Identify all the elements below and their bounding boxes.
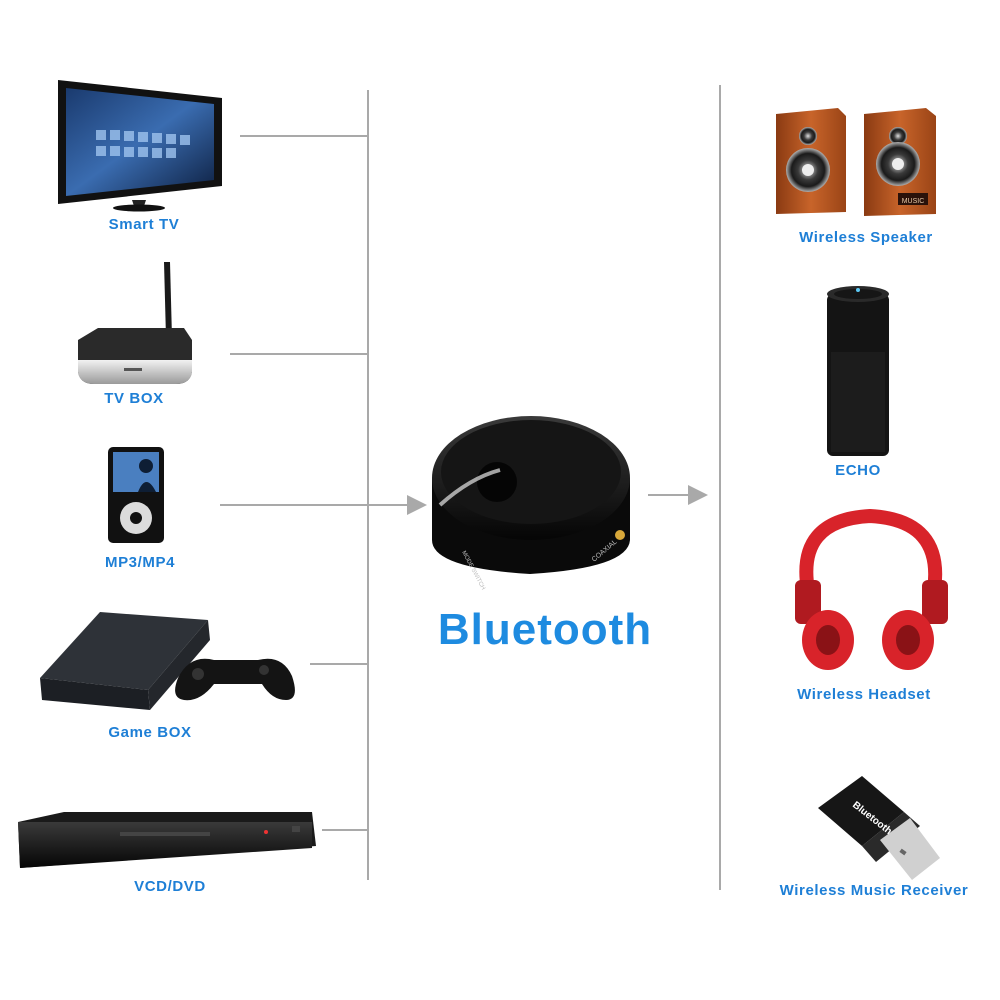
headset-illustration xyxy=(795,508,948,670)
label-game-box: Game BOX xyxy=(108,724,192,741)
mp3-player-illustration xyxy=(108,447,164,543)
speakers-illustration xyxy=(776,108,936,216)
dvd-player-illustration xyxy=(18,812,316,868)
label-vcd-dvd: VCD/DVD xyxy=(134,878,206,895)
connector-lines xyxy=(220,85,721,890)
label-wireless-headset: Wireless Headset xyxy=(797,686,931,703)
label-tv-box: TV BOX xyxy=(104,390,164,407)
tv-box-illustration xyxy=(78,262,192,384)
game-console-illustration xyxy=(40,612,295,710)
bluetooth-title: Bluetooth xyxy=(437,605,653,654)
label-wireless-music-receiver: Wireless Music Receiver xyxy=(779,882,969,899)
receiver-dongle-illustration xyxy=(818,776,940,880)
label-smart-tv: Smart TV xyxy=(108,216,180,233)
label-echo: ECHO xyxy=(835,462,881,479)
label-mp3-mp4: MP3/MP4 xyxy=(104,554,176,571)
smart-tv-illustration xyxy=(58,80,222,212)
label-wireless-speaker: Wireless Speaker xyxy=(799,229,933,246)
echo-illustration xyxy=(827,286,889,456)
bluetooth-hub-illustration xyxy=(432,416,630,574)
speaker-badge-text: MUSIC xyxy=(902,198,925,205)
